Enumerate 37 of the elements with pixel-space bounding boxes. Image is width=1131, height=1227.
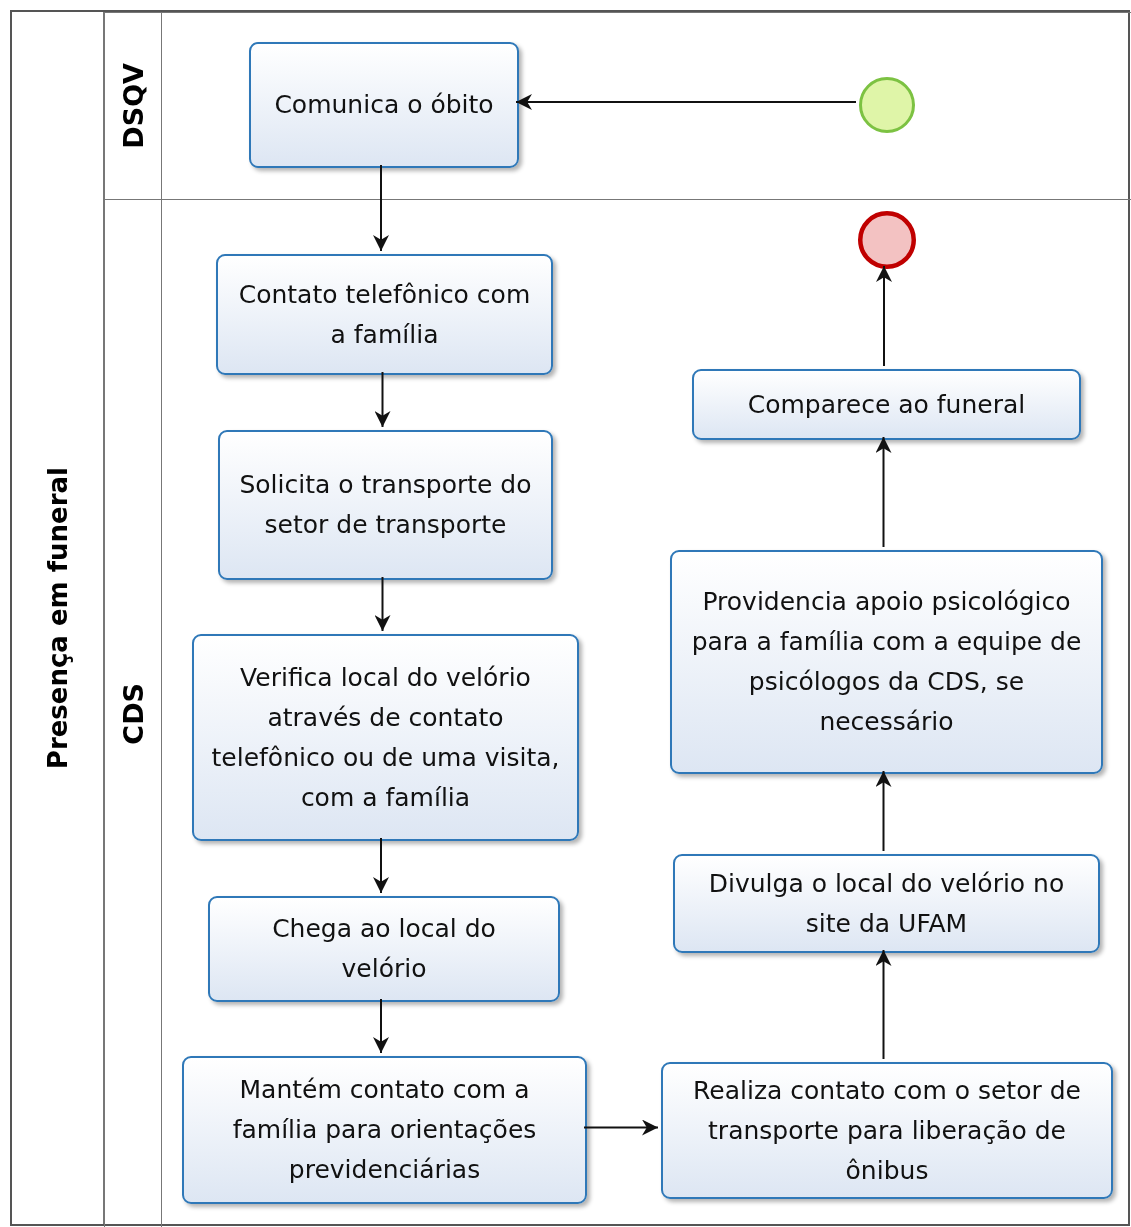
task-box <box>661 1062 1113 1199</box>
task-label: Mantém contato com a família para orientações previdenciárias <box>231 1074 538 1186</box>
arrow <box>875 949 892 1060</box>
task-label: Providencia apoio psicológico para a família com a equipe de psicólogos da CDS, se necessário <box>690 586 1083 738</box>
task-label: Contato telefônico com a família <box>237 278 532 351</box>
task-box <box>218 430 553 580</box>
task-label: Comparece ao funeral <box>747 388 1026 421</box>
task-box <box>249 42 519 168</box>
task-label: Chega ao local do velório <box>271 913 497 985</box>
pool-background <box>10 10 1130 1226</box>
arrow <box>373 837 389 894</box>
arrow <box>374 576 391 632</box>
swimlane <box>104 12 1131 199</box>
arrow <box>373 164 389 252</box>
task-box <box>670 550 1103 774</box>
arrow <box>583 1119 659 1136</box>
task-label: Verifica local do velório através de contato telefônico ou de uma visita, com a família <box>210 661 561 814</box>
swimlane <box>104 199 1131 1227</box>
arrow <box>515 94 857 110</box>
lane-title: DSQV <box>117 63 149 149</box>
task-box <box>692 369 1081 440</box>
arrow <box>876 265 892 367</box>
task-box <box>216 254 553 375</box>
lane-title: CDS <box>117 683 149 745</box>
task-label: Divulga o local do velório no site da UFAM <box>707 867 1066 940</box>
arrow <box>875 436 892 548</box>
task-box <box>192 634 579 841</box>
task-label: Comunica o óbito <box>274 89 494 121</box>
pool-title: Presença em funeral <box>42 466 73 770</box>
task-box <box>182 1056 587 1204</box>
task-box <box>673 854 1100 953</box>
arrow <box>373 998 389 1054</box>
task-box <box>208 896 560 1002</box>
arrow <box>875 770 892 852</box>
task-label: Solicita o transporte do setor de transporte <box>238 469 533 541</box>
task-label: Realiza contato com o setor de transporte para liberação de ônibus <box>692 1074 1082 1187</box>
arrow <box>374 371 391 428</box>
